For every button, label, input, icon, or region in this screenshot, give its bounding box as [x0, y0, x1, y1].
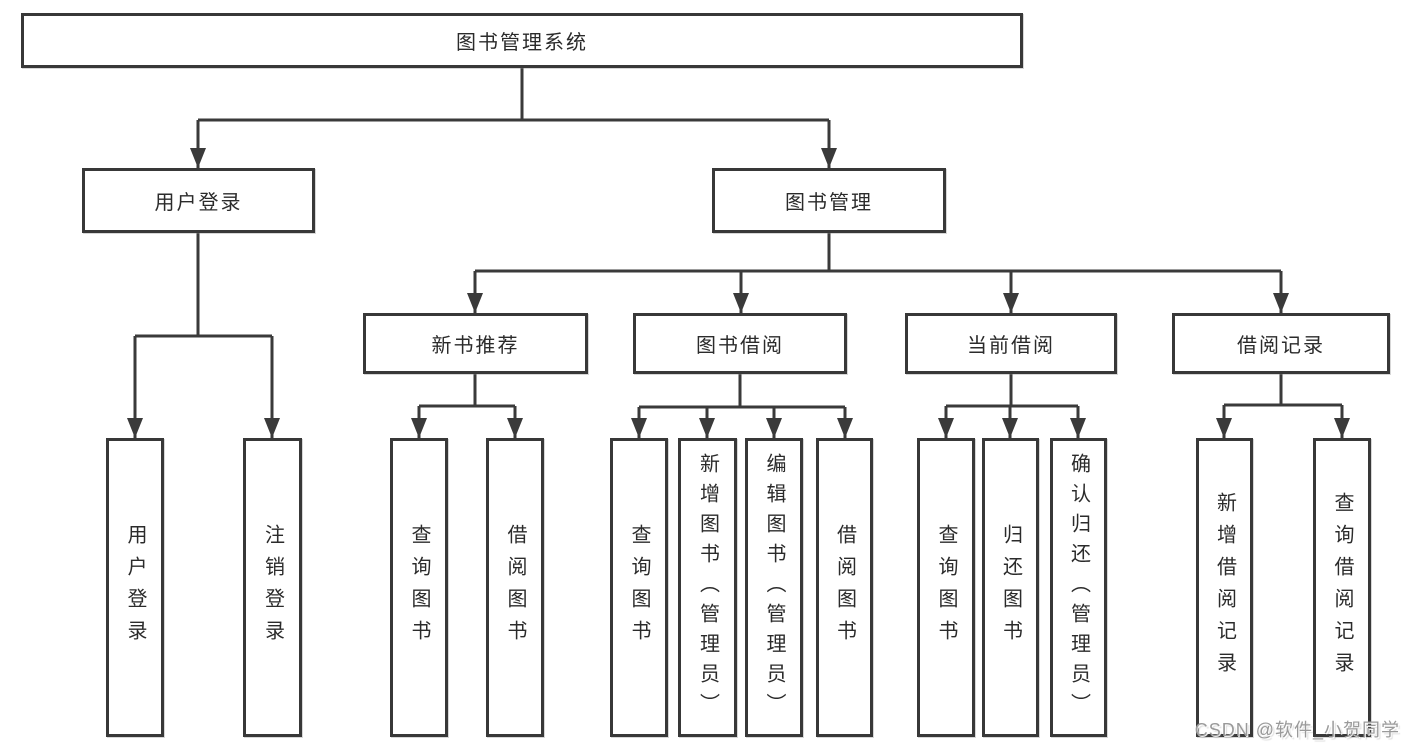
leaf-logout: 注销登录: [243, 438, 302, 737]
leaf-borrow-books-recommend: 借阅图书: [486, 438, 544, 737]
leaf-return-books: 归还图书: [982, 438, 1039, 737]
leaf-edit-books-admin: 编辑图书（管理员）: [745, 438, 803, 737]
node-borrowing-records: 借阅记录: [1172, 313, 1390, 374]
leaf-add-books-admin: 新增图书（管理员）: [678, 438, 737, 737]
node-current-borrowing: 当前借阅: [905, 313, 1117, 374]
leaf-borrow-books: 借阅图书: [816, 438, 873, 737]
leaf-add-borrow-record: 新增借阅记录: [1196, 438, 1253, 737]
node-book-management: 图书管理: [712, 168, 946, 233]
node-new-book-recommend: 新书推荐: [363, 313, 588, 374]
leaf-confirm-return-admin: 确认归还（管理员）: [1050, 438, 1107, 737]
leaf-query-books-borrowing: 查询图书: [610, 438, 668, 737]
node-library-management-system: 图书管理系统: [21, 13, 1023, 68]
node-book-borrowing: 图书借阅: [633, 313, 847, 374]
node-user-login: 用户登录: [82, 168, 315, 233]
leaf-query-books-recommend: 查询图书: [390, 438, 448, 737]
leaf-query-borrow-record: 查询借阅记录: [1313, 438, 1371, 737]
leaf-query-books-current: 查询图书: [917, 438, 975, 737]
leaf-user-login: 用户登录: [106, 438, 164, 737]
csdn-watermark: CSDN @软件_小贺同学: [1194, 720, 1400, 740]
